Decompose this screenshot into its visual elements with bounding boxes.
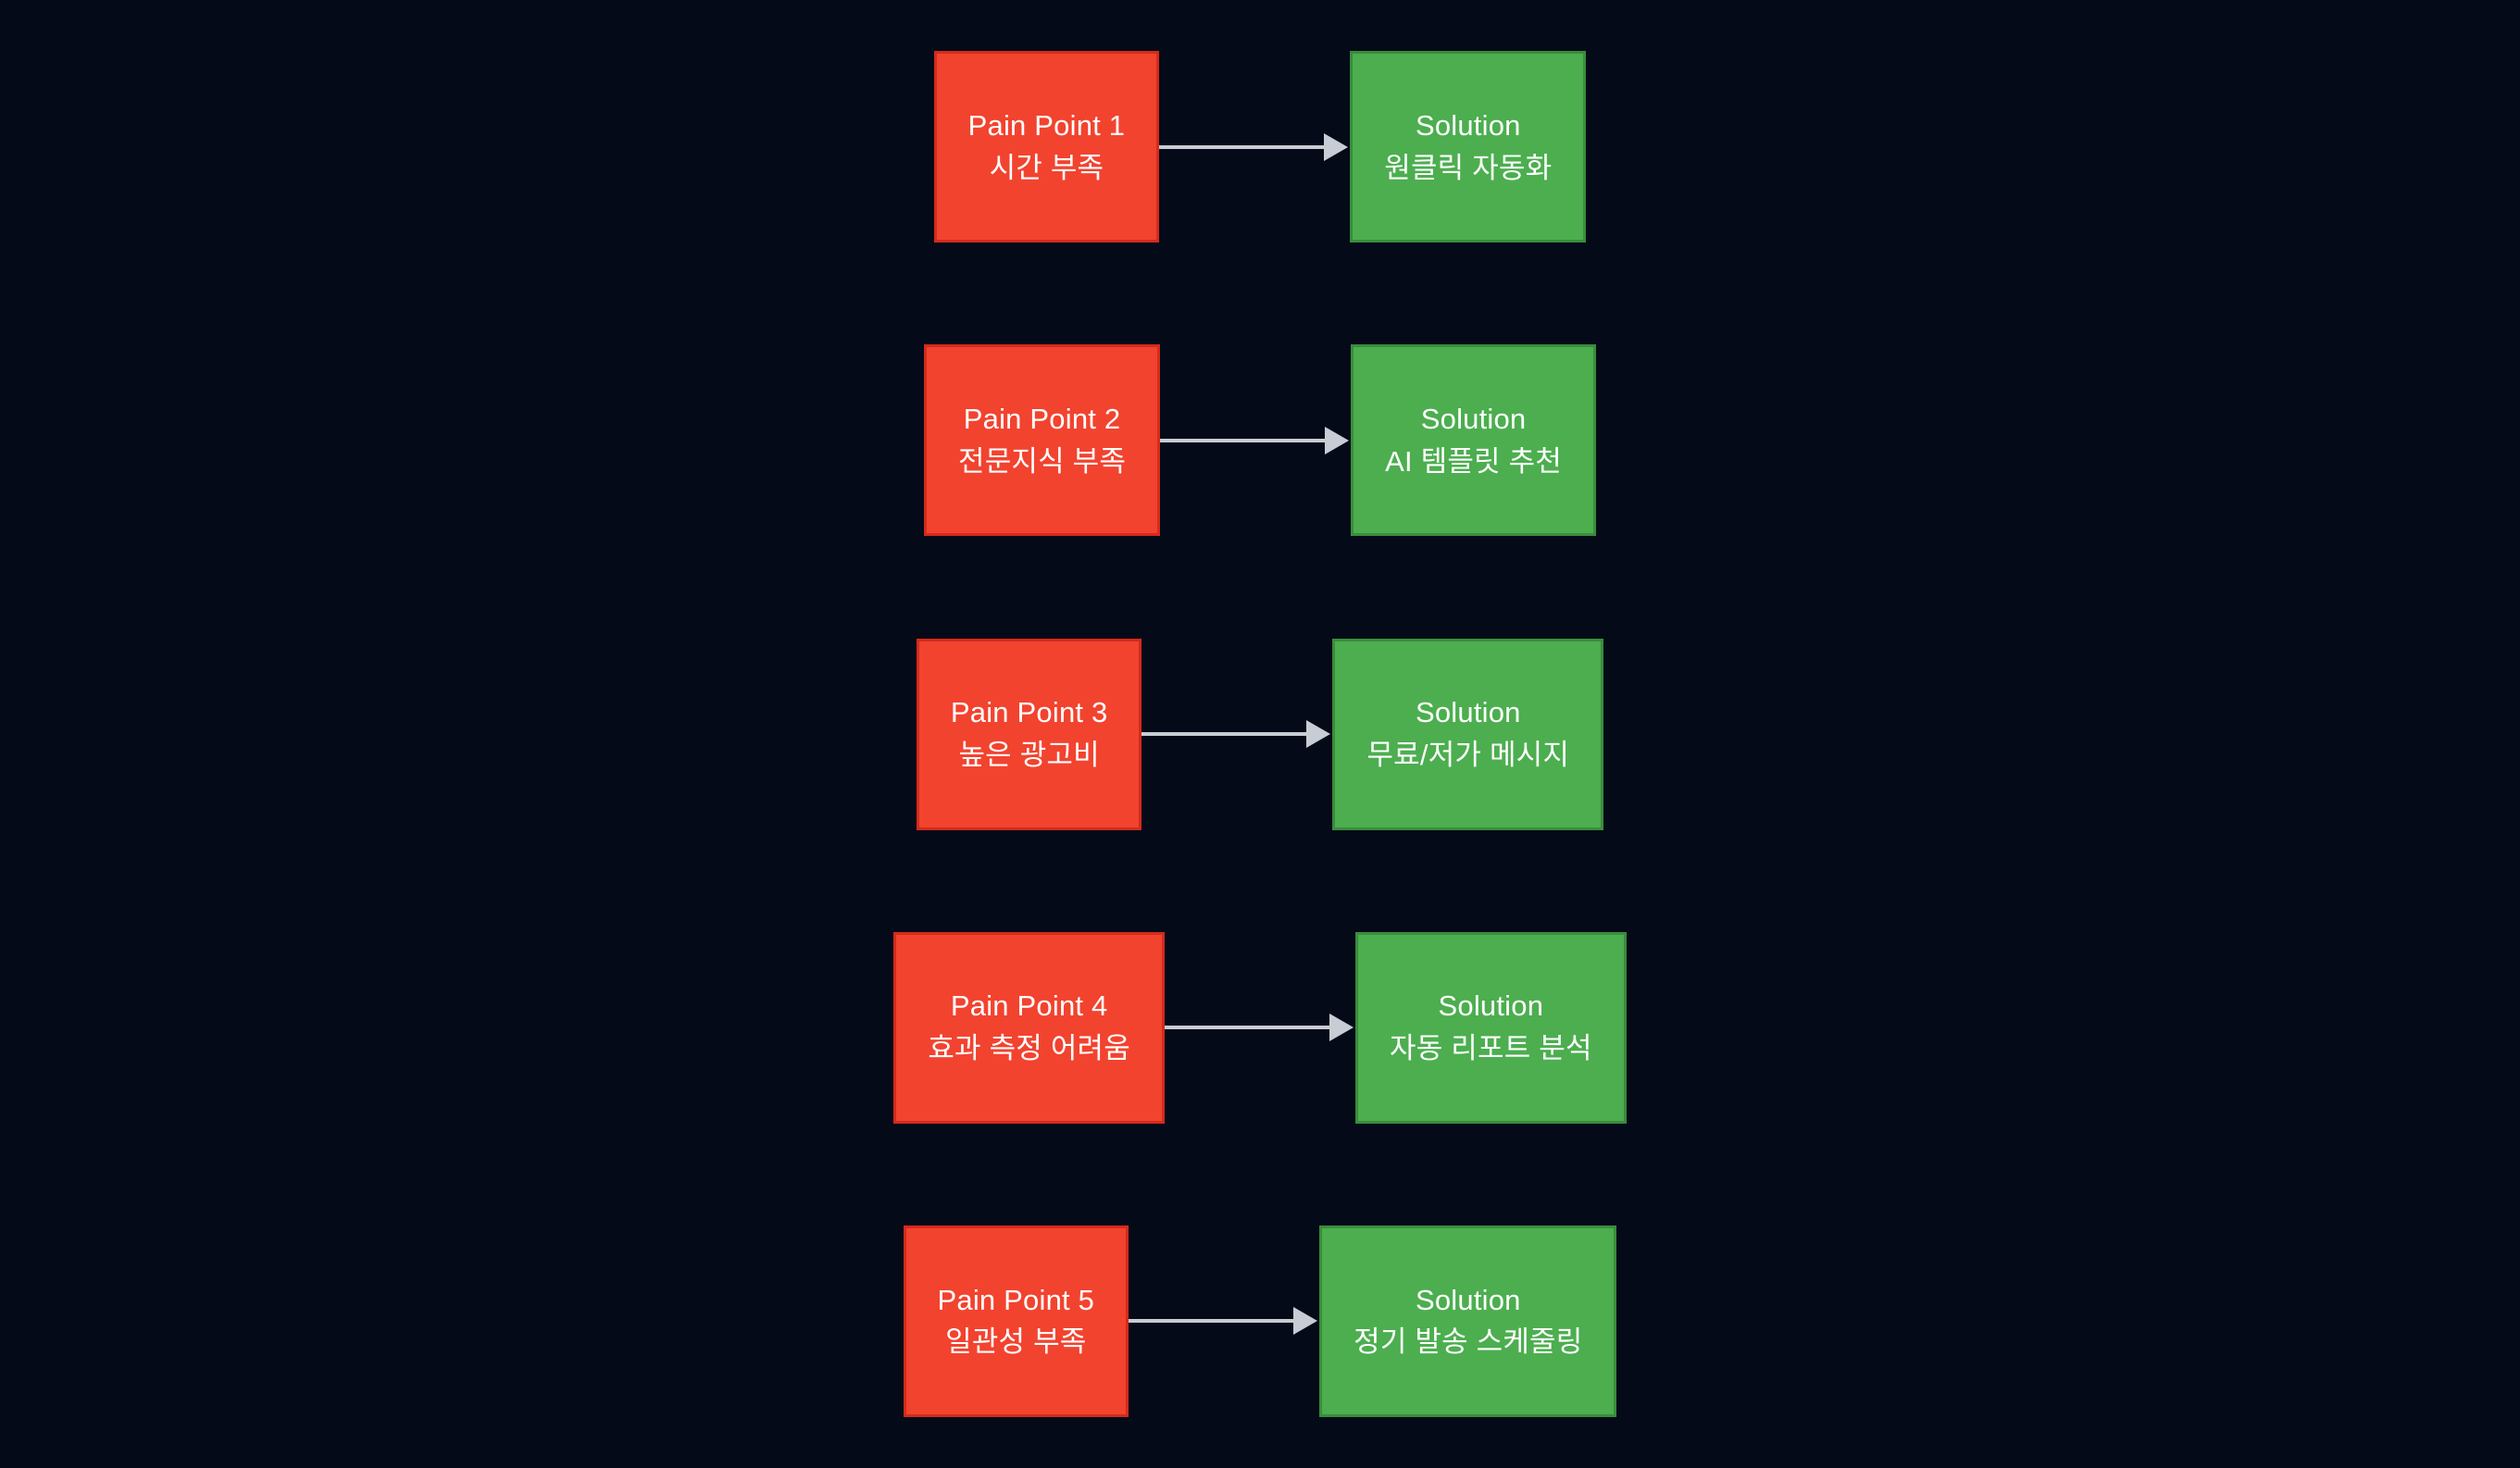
solution-subtitle: 원클릭 자동화 bbox=[1384, 151, 1553, 184]
arrow-head bbox=[1306, 720, 1331, 748]
solution-node-4[interactable]: Solution 자동 리포트 분석 bbox=[1355, 931, 1627, 1124]
arrow-shaft bbox=[1165, 1026, 1337, 1030]
pain-point-node-3[interactable]: Pain Point 3 높은 광고비 bbox=[916, 638, 1142, 830]
flow-row: Pain Point 5 일관성 부족 Solution 정기 발송 스케줄링 bbox=[0, 1175, 2520, 1468]
arrow-right-icon bbox=[1165, 1009, 1355, 1046]
solution-node-5[interactable]: Solution 정기 발송 스케줄링 bbox=[1319, 1225, 1617, 1417]
solution-node-1[interactable]: Solution 원클릭 자동화 bbox=[1350, 51, 1587, 243]
pain-point-title: Pain Point 5 bbox=[937, 1283, 1095, 1316]
pain-point-title: Pain Point 2 bbox=[963, 402, 1121, 435]
solution-node-3[interactable]: Solution 무료/저가 메시지 bbox=[1332, 638, 1604, 830]
solution-title: Solution bbox=[1415, 696, 1521, 729]
solution-subtitle: AI 템플릿 추천 bbox=[1385, 444, 1563, 478]
pain-point-title: Pain Point 4 bbox=[950, 989, 1108, 1023]
solution-node-2[interactable]: Solution AI 템플릿 추천 bbox=[1351, 344, 1597, 537]
arrow-head bbox=[1325, 426, 1350, 454]
arrow-head bbox=[1324, 132, 1349, 161]
pain-point-subtitle: 전문지식 부족 bbox=[957, 444, 1127, 478]
pain-point-title: Pain Point 1 bbox=[967, 108, 1126, 142]
solution-title: Solution bbox=[1420, 402, 1527, 435]
pain-point-subtitle: 높은 광고비 bbox=[958, 739, 1100, 771]
solution-subtitle: 무료/저가 메시지 bbox=[1366, 739, 1570, 771]
flow-row: Pain Point 1 시간 부족 Solution 원클릭 자동화 bbox=[0, 0, 2520, 293]
pain-point-node-2[interactable]: Pain Point 2 전문지식 부족 bbox=[923, 344, 1161, 537]
arrow-right-icon bbox=[1160, 422, 1351, 459]
arrow-shaft bbox=[1159, 144, 1332, 149]
flow-row: Pain Point 2 전문지식 부족 Solution AI 템플릿 추천 bbox=[0, 293, 2520, 587]
pain-point-subtitle: 일관성 부족 bbox=[945, 1325, 1087, 1359]
arrow-shaft bbox=[1160, 438, 1333, 442]
arrow-shaft bbox=[1141, 732, 1315, 736]
pain-point-subtitle: 효과 측정 어려움 bbox=[928, 1032, 1130, 1065]
arrow-right-icon bbox=[1141, 715, 1332, 753]
solution-title: Solution bbox=[1415, 1283, 1521, 1316]
solution-title: Solution bbox=[1415, 108, 1521, 142]
flow-row: Pain Point 4 효과 측정 어려움 Solution 자동 리포트 분… bbox=[0, 881, 2520, 1175]
pain-point-node-1[interactable]: Pain Point 1 시간 부족 bbox=[933, 51, 1160, 243]
solution-subtitle: 정기 발송 스케줄링 bbox=[1354, 1325, 1583, 1359]
arrow-right-icon bbox=[1129, 1302, 1319, 1339]
arrow-right-icon bbox=[1159, 129, 1350, 166]
pain-point-node-5[interactable]: Pain Point 5 일관성 부족 bbox=[903, 1225, 1129, 1417]
arrow-head bbox=[1329, 1014, 1354, 1042]
pain-point-subtitle: 시간 부족 bbox=[989, 151, 1104, 184]
flow-row: Pain Point 3 높은 광고비 Solution 무료/저가 메시지 bbox=[0, 587, 2520, 880]
solution-subtitle: 자동 리포트 분석 bbox=[1390, 1032, 1592, 1065]
arrow-shaft bbox=[1129, 1319, 1302, 1324]
pain-point-title: Pain Point 3 bbox=[950, 696, 1108, 729]
arrow-head bbox=[1293, 1307, 1318, 1336]
solution-title: Solution bbox=[1438, 989, 1544, 1023]
pain-point-node-4[interactable]: Pain Point 4 효과 측정 어려움 bbox=[893, 931, 1165, 1124]
